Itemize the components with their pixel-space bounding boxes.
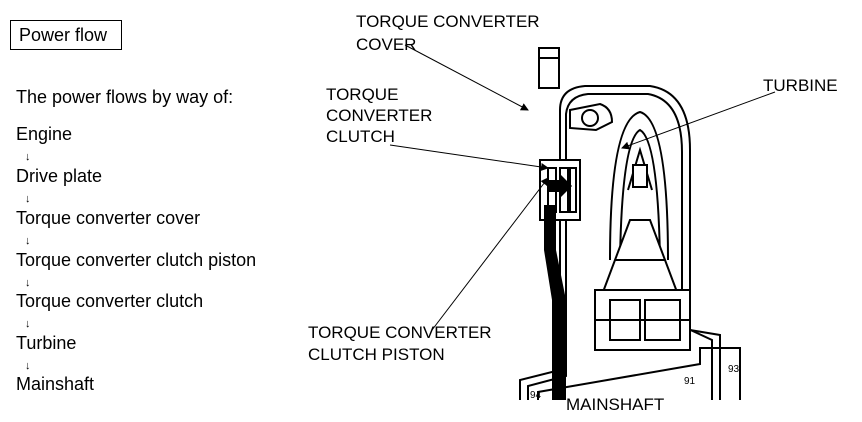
down-arrow-icon: ↓ <box>25 193 31 205</box>
leader-piston <box>431 177 549 331</box>
intro-text: The power flows by way of: <box>16 87 234 107</box>
ref-number-94: 94 <box>530 390 542 401</box>
leader-clutch <box>389 144 549 171</box>
flow-step-converter-cover: Torque converter cover <box>16 208 201 228</box>
flow-step-converter-clutch: Torque converter clutch <box>16 291 204 311</box>
flow-step-turbine: Turbine <box>16 333 77 353</box>
down-arrow-icon: ↓ <box>25 235 31 247</box>
mainshaft <box>544 205 566 400</box>
converter-cover <box>519 85 741 400</box>
label-turbine: TURBINE <box>763 76 838 95</box>
label-cover-line2: COVER <box>356 35 416 54</box>
label-clutch-line2: CONVERTER <box>326 106 432 125</box>
label-piston-line2: CLUTCH PISTON <box>308 345 445 364</box>
label-mainshaft: MAINSHAFT <box>566 395 664 414</box>
flow-step-engine: Engine <box>16 124 73 144</box>
label-clutch-line3: CLUTCH <box>326 127 395 146</box>
down-arrow-icon: ↓ <box>25 151 31 163</box>
power-flow-title: Power flow <box>10 20 122 50</box>
down-arrow-icon: ↓ <box>25 318 31 330</box>
turbine <box>609 110 669 261</box>
leader-cover <box>404 44 529 111</box>
flow-step-drive-plate: Drive plate <box>16 166 103 186</box>
hub-assembly <box>594 289 691 351</box>
down-arrow-icon: ↓ <box>25 277 31 289</box>
flow-step-clutch-piston: Torque converter clutch piston <box>16 250 257 270</box>
ref-number-91: 91 <box>684 376 696 387</box>
flow-step-mainshaft: Mainshaft <box>16 374 95 394</box>
label-cover-line1: TORQUE CONVERTER <box>356 12 540 31</box>
leader-turbine <box>621 91 776 150</box>
power-flow-arrow-icon <box>548 174 572 198</box>
pilot-boss <box>538 47 560 89</box>
down-arrow-icon: ↓ <box>25 360 31 372</box>
damper-ring <box>569 102 614 132</box>
label-piston-line1: TORQUE CONVERTER <box>308 323 492 342</box>
label-clutch-line1: TORQUE <box>326 85 398 104</box>
ref-number-93: 93 <box>728 364 740 375</box>
